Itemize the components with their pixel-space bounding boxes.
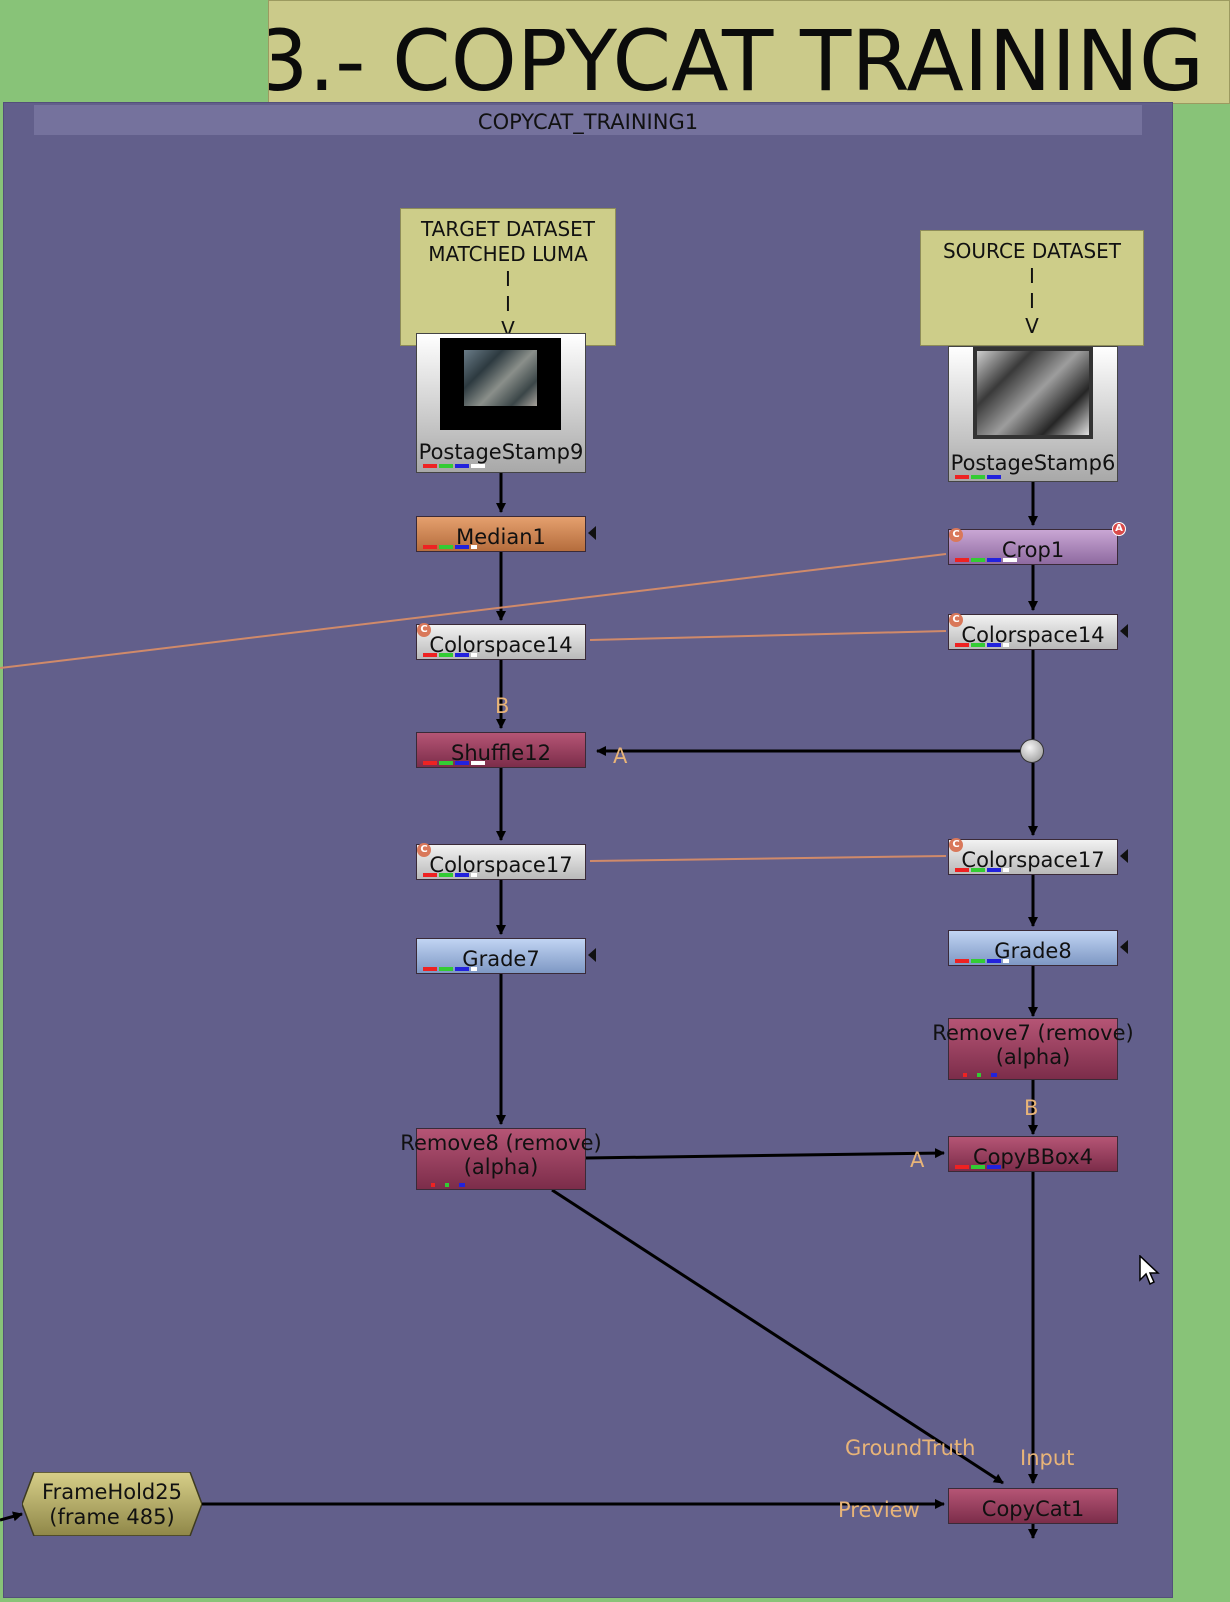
node-colorspace14-right-label: Colorspace14 bbox=[961, 623, 1105, 647]
expression-link-cs17 bbox=[589, 855, 947, 862]
dot-node[interactable] bbox=[1020, 739, 1044, 763]
copybbox-input-b-label: B bbox=[1024, 1096, 1039, 1120]
mask-input-arrow[interactable] bbox=[1120, 624, 1128, 638]
title-sticky-text: 3.- COPYCAT TRAINING bbox=[268, 12, 1205, 104]
node-framehold25[interactable]: FrameHold25 (frame 485) bbox=[22, 1472, 202, 1536]
clone-badge: C bbox=[949, 613, 963, 627]
pipe-remove8-copybbox bbox=[585, 1148, 945, 1160]
postage-stamp-target[interactable]: PostageStamp9 bbox=[416, 333, 586, 473]
mask-input-arrow[interactable] bbox=[1120, 849, 1128, 863]
node-remove8-label: Remove8 (remove) (alpha) bbox=[400, 1131, 602, 1179]
channel-indicator bbox=[955, 475, 1003, 479]
mask-input-arrow[interactable] bbox=[588, 526, 596, 540]
node-crop1[interactable]: Crop1 C A bbox=[948, 522, 1126, 565]
pipe-remove8-copycat bbox=[551, 1188, 1004, 1485]
sticky-target-text: TARGET DATASET MATCHED LUMA I I V bbox=[420, 217, 596, 341]
node-framehold25-label: FrameHold25 (frame 485) bbox=[42, 1480, 182, 1529]
channel-indicator bbox=[955, 643, 1011, 647]
channel-indicator bbox=[423, 545, 479, 549]
mask-input-arrow[interactable] bbox=[1120, 940, 1128, 954]
channel-indicator bbox=[423, 967, 479, 971]
channel-indicator bbox=[423, 761, 487, 765]
sticky-target-dataset[interactable]: TARGET DATASET MATCHED LUMA I I V bbox=[400, 208, 616, 346]
copycat-input-label: Input bbox=[1020, 1446, 1075, 1470]
channel-indicator bbox=[955, 868, 1011, 872]
node-remove7-label: Remove7 (remove) (alpha) bbox=[932, 1021, 1134, 1069]
clone-badge: C bbox=[417, 843, 431, 857]
node-median1[interactable]: Median1 bbox=[416, 516, 586, 552]
channel-indicator bbox=[423, 464, 487, 468]
channel-indicator bbox=[431, 1183, 467, 1187]
node-colorspace14-left[interactable]: Colorspace14 C bbox=[416, 623, 586, 660]
node-copycat1[interactable]: CopyCat1 bbox=[948, 1488, 1118, 1524]
node-colorspace17-left[interactable]: Colorspace17 C bbox=[416, 843, 586, 880]
backdrop-label: COPYCAT_TRAINING1 bbox=[34, 105, 1142, 135]
sticky-source-text: SOURCE DATASET I I V bbox=[942, 239, 1121, 338]
sticky-source-dataset[interactable]: SOURCE DATASET I I V bbox=[920, 230, 1144, 346]
channel-indicator bbox=[955, 959, 1011, 963]
channel-indicator bbox=[423, 873, 479, 877]
node-colorspace17-left-label: Colorspace17 bbox=[429, 853, 573, 877]
expression-link-crop bbox=[0, 553, 947, 669]
clone-badge: C bbox=[949, 838, 963, 852]
node-copycat1-label: CopyCat1 bbox=[981, 1497, 1085, 1521]
postage-stamp-target-label: PostageStamp9 bbox=[418, 440, 584, 464]
pipe-in-framehold bbox=[0, 1511, 23, 1522]
node-grade8[interactable]: Grade8 bbox=[948, 930, 1118, 966]
postage-stamp-source-label: PostageStamp6 bbox=[950, 451, 1116, 475]
clone-badge: C bbox=[417, 623, 431, 637]
node-shuffle12[interactable]: Shuffle12 bbox=[416, 732, 586, 768]
mask-input-arrow[interactable] bbox=[588, 948, 596, 962]
copycat-groundtruth-label: GroundTruth bbox=[845, 1436, 976, 1460]
channel-indicator bbox=[423, 653, 479, 657]
source-thumbnail bbox=[973, 347, 1093, 439]
node-copybbox4[interactable]: CopyBBox4 bbox=[948, 1136, 1118, 1172]
animated-badge: A bbox=[1112, 522, 1126, 536]
postage-stamp-source[interactable]: PostageStamp6 bbox=[948, 346, 1118, 482]
shuffle-input-b-label: B bbox=[495, 694, 510, 718]
copybbox-input-a-label: A bbox=[910, 1148, 925, 1172]
node-colorspace14-right[interactable]: Colorspace14 C bbox=[948, 613, 1118, 650]
node-grade7[interactable]: Grade7 bbox=[416, 938, 586, 974]
shuffle-input-a-label: A bbox=[613, 744, 628, 768]
channel-indicator bbox=[955, 558, 1019, 562]
channel-indicator bbox=[955, 1165, 1003, 1169]
clone-badge: C bbox=[949, 528, 963, 542]
node-colorspace17-right[interactable]: Colorspace17 C bbox=[948, 838, 1118, 875]
node-remove7[interactable]: Remove7 (remove) (alpha) bbox=[932, 1018, 1134, 1080]
title-sticky-note[interactable]: 3.- COPYCAT TRAINING bbox=[268, 0, 1230, 104]
copycat-preview-label: Preview bbox=[838, 1498, 920, 1522]
node-remove8[interactable]: Remove8 (remove) (alpha) bbox=[400, 1128, 602, 1190]
target-thumbnail bbox=[440, 338, 561, 430]
mouse-cursor-icon bbox=[1139, 1255, 1160, 1286]
channel-indicator bbox=[963, 1073, 999, 1077]
framehold-shape bbox=[22, 1472, 202, 1536]
node-colorspace14-left-label: Colorspace14 bbox=[429, 633, 573, 657]
node-colorspace17-right-label: Colorspace17 bbox=[961, 848, 1105, 872]
expression-link-cs14 bbox=[589, 630, 947, 641]
